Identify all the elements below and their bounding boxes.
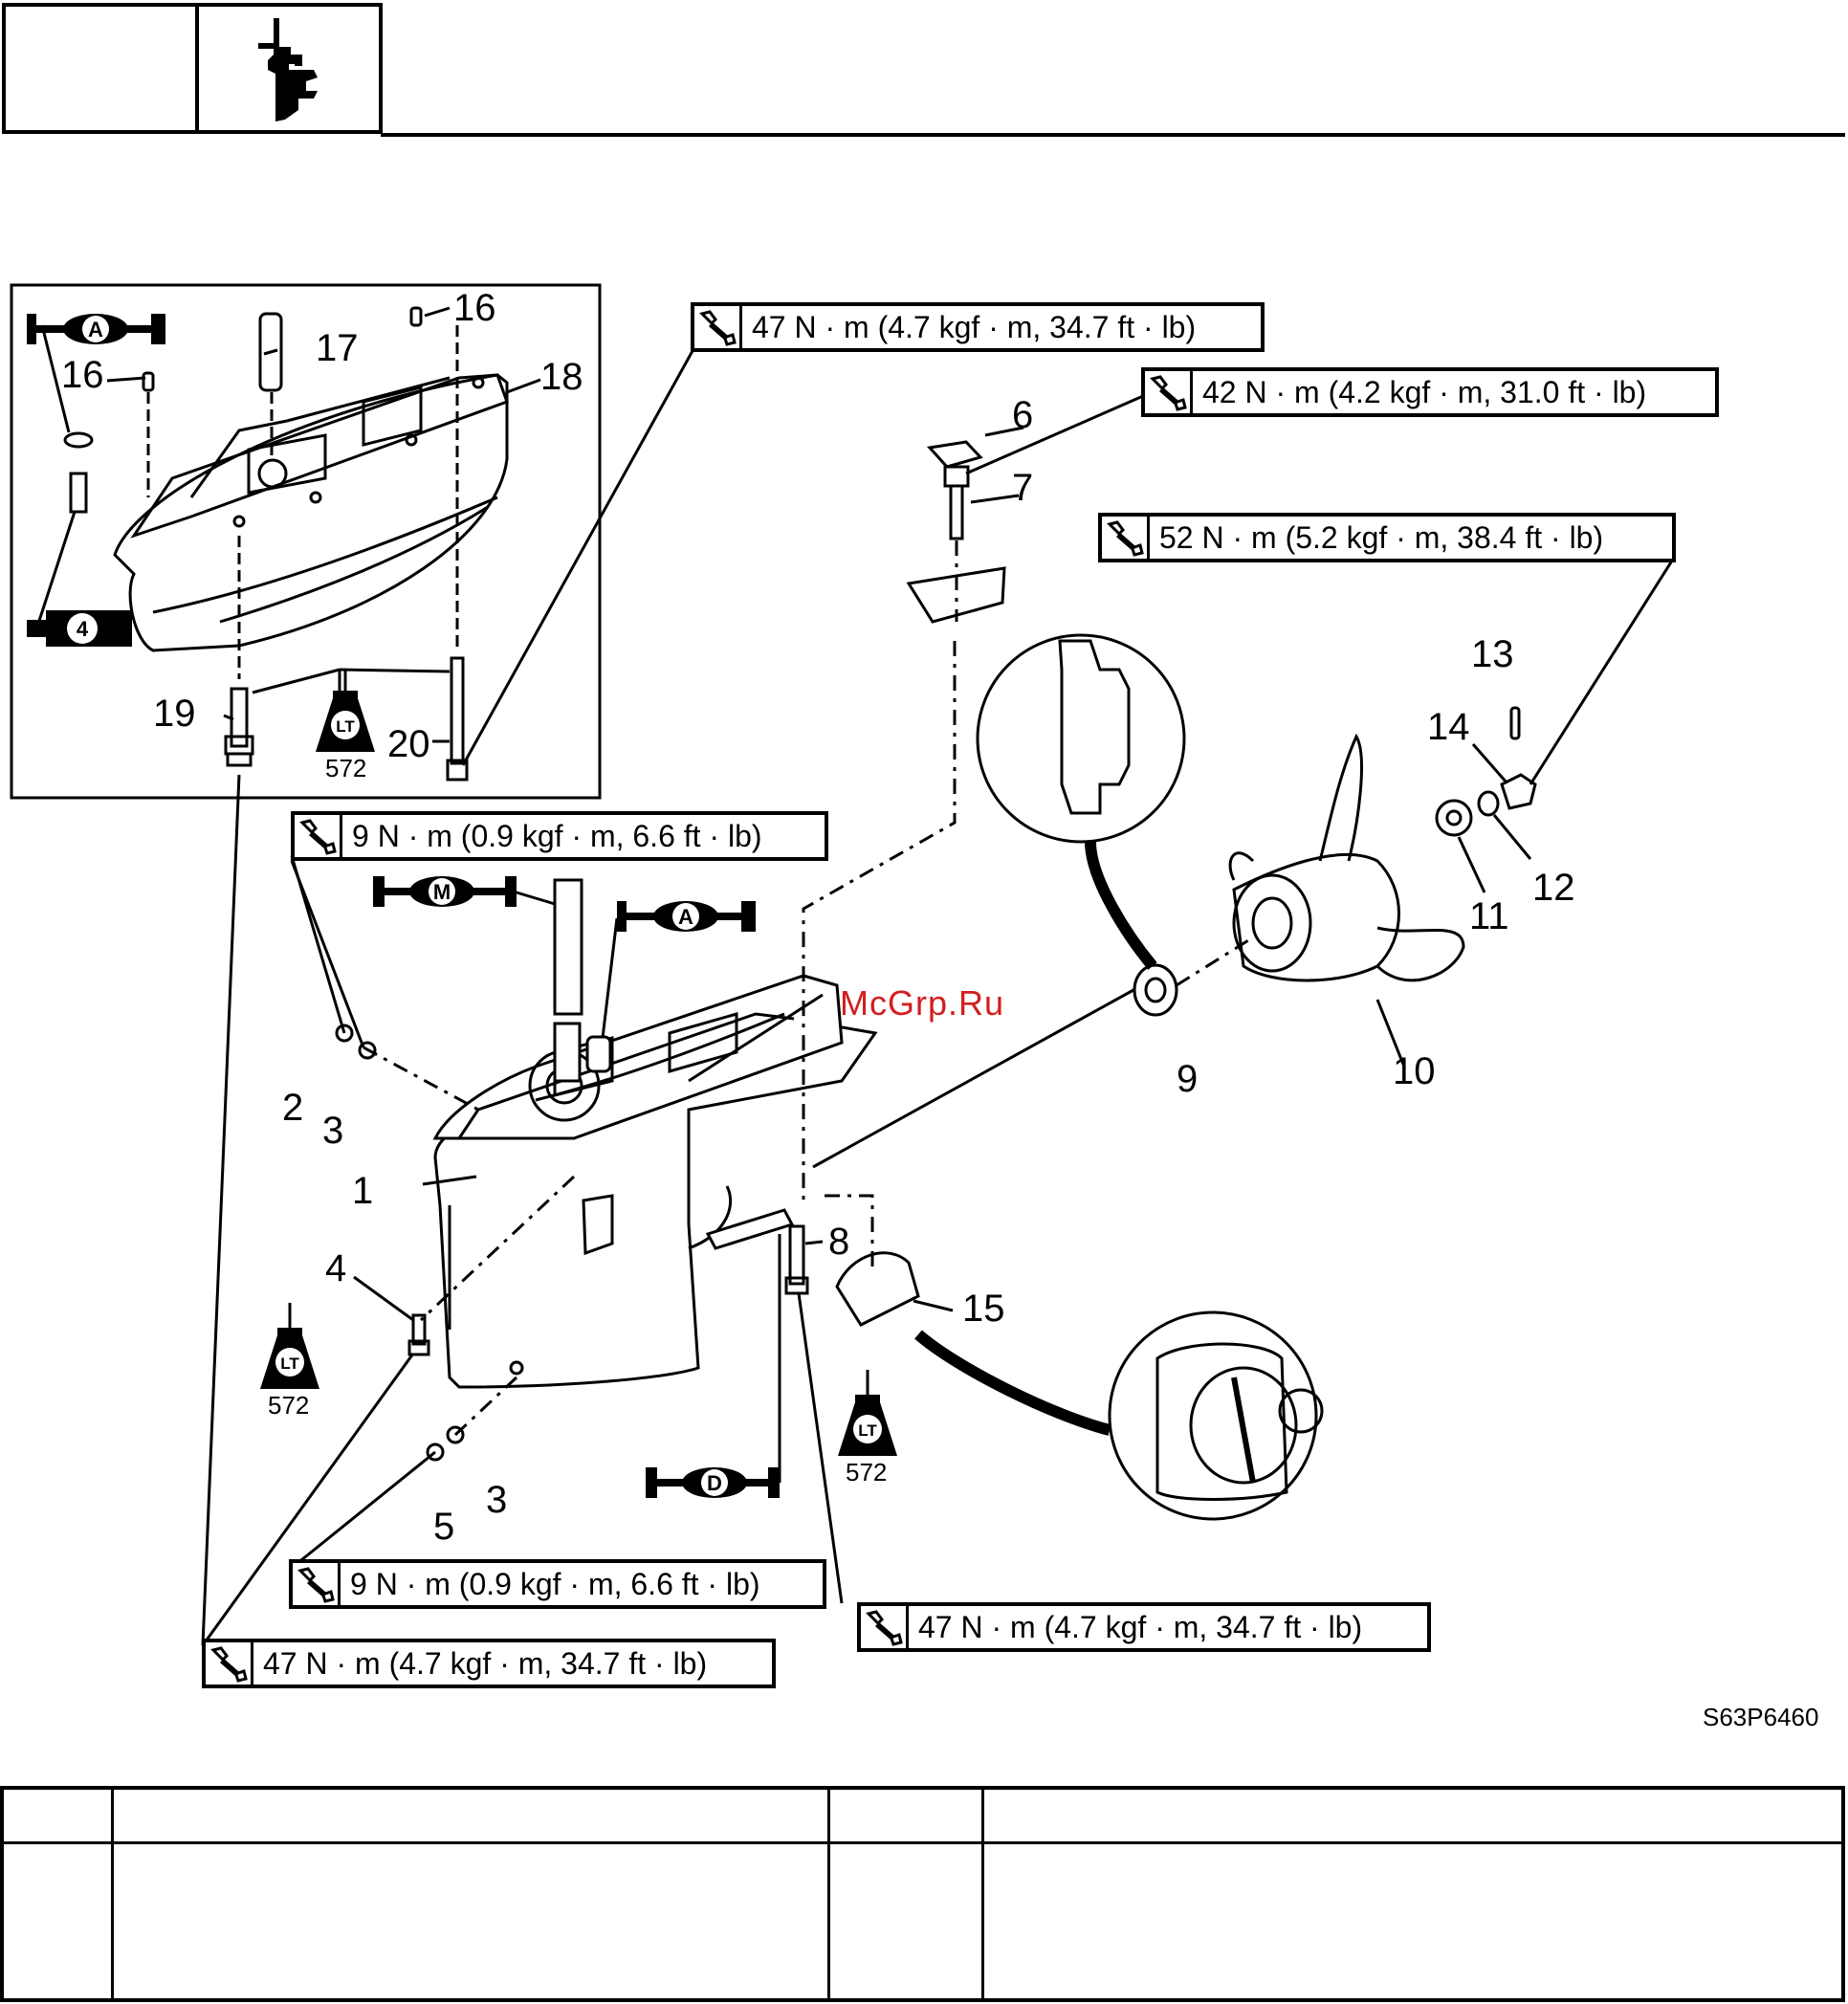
callout-9: 9 — [1177, 1058, 1199, 1100]
detail-circle-upper — [976, 633, 1186, 844]
parts-table — [0, 1786, 1845, 2002]
table-header-cell — [981, 1786, 1845, 1844]
grease-m-icon: M — [373, 876, 517, 907]
watermark: McGrp.Ru — [840, 983, 1005, 1023]
table-cell — [111, 1841, 830, 2002]
torque-spec-box: 42 N · m (4.2 kgf · m, 31.0 ft · lb) — [1141, 367, 1719, 417]
torque-spec-text: 52 N · m (5.2 kgf · m, 38.4 ft · lb) — [1159, 519, 1604, 555]
callout-3: 3 — [486, 1479, 508, 1521]
callout-6: 6 — [1012, 394, 1034, 436]
callout-13: 13 — [1471, 633, 1514, 675]
callout-2: 2 — [282, 1087, 304, 1129]
callout-5: 5 — [433, 1506, 455, 1548]
loctite-icon-inset: LT — [316, 670, 375, 752]
callout-1: 1 — [352, 1170, 374, 1212]
propeller-drawing — [1228, 733, 1465, 982]
torque-spec-box: 47 N · m (4.7 kgf · m, 34.7 ft · lb) — [691, 302, 1265, 352]
callout-4: 4 — [325, 1247, 347, 1289]
svg-text:LT: LT — [858, 1421, 877, 1440]
torque-spec-box: 52 N · m (5.2 kgf · m, 38.4 ft · lb) — [1098, 513, 1676, 562]
torque-spec-box: 47 N · m (4.7 kgf · m, 34.7 ft · lb) — [202, 1639, 776, 1688]
torque-spec-box: 9 N · m (0.9 kgf · m, 6.6 ft · lb) — [291, 811, 828, 861]
table-header-cell — [111, 1786, 830, 1844]
torque-wrench-icon — [1106, 520, 1144, 557]
propeller-shaft-drawing — [705, 1208, 795, 1250]
callout-20: 20 — [387, 723, 430, 765]
loctite-number-right: 572 — [846, 1458, 888, 1486]
torque-spec-text: 47 N · m (4.7 kgf · m, 34.7 ft · lb) — [752, 309, 1197, 344]
grease-4-icon: 4 — [27, 610, 132, 647]
callout-15: 15 — [962, 1288, 1005, 1330]
svg-text:4: 4 — [77, 617, 89, 641]
svg-text:LT: LT — [280, 1354, 299, 1373]
torque-wrench-icon — [865, 1610, 903, 1646]
drive-shaft-drawing — [553, 878, 583, 1016]
header-rule — [381, 133, 1845, 137]
svg-text:M: M — [433, 880, 451, 904]
torque-wrench-icon — [698, 310, 737, 346]
torque-spec-text: 9 N · m (0.9 kgf · m, 6.6 ft · lb) — [350, 1566, 760, 1601]
exploded-diagram — [10, 283, 1676, 1646]
svg-text:A: A — [88, 318, 103, 341]
table-header-cell — [827, 1786, 984, 1844]
callout-10: 10 — [1393, 1050, 1436, 1092]
table-cell — [0, 1841, 114, 2002]
callout-18: 18 — [540, 356, 583, 398]
inset-frame — [10, 283, 602, 800]
callout-3: 3 — [322, 1110, 344, 1152]
table-header-cell — [0, 1786, 114, 1844]
callout-19: 19 — [153, 693, 196, 735]
svg-text:A: A — [678, 905, 693, 929]
grease-a-icon: A — [27, 314, 165, 344]
svg-text:LT: LT — [336, 717, 355, 736]
torque-spec-box: 9 N · m (0.9 kgf · m, 6.6 ft · lb) — [289, 1559, 826, 1609]
callout-8: 8 — [828, 1221, 850, 1263]
callout-11: 11 — [1469, 895, 1509, 937]
loctite-icon-left: LT — [260, 1303, 319, 1389]
torque-wrench-icon — [298, 819, 337, 855]
loctite-number-left: 572 — [268, 1391, 310, 1420]
plug-6-drawing — [927, 440, 983, 469]
callout-16: 16 — [453, 287, 496, 329]
lower-unit-icon — [258, 18, 318, 121]
callout-14: 14 — [1427, 706, 1470, 748]
grease-a-icon-main: A — [617, 901, 756, 932]
nut-14-drawing — [1500, 773, 1537, 810]
table-cell — [981, 1841, 1845, 2002]
svg-text:D: D — [707, 1471, 722, 1495]
torque-spec-text: 9 N · m (0.9 kgf · m, 6.6 ft · lb) — [352, 818, 762, 853]
lower-case-drawing — [432, 974, 878, 1389]
torque-wrench-icon — [297, 1567, 335, 1603]
spacer-9-drawing — [1133, 963, 1178, 1017]
torque-wrench-icon — [209, 1646, 248, 1683]
upper-casing-drawing — [113, 373, 509, 652]
callout-12: 12 — [1532, 867, 1575, 909]
grease-d-icon: D — [646, 1467, 780, 1498]
loctite-icon-right: LT — [838, 1370, 897, 1456]
bolt-20-drawing — [450, 656, 465, 765]
loctite-number-inset: 572 — [325, 754, 367, 782]
trim-tab-drawing — [835, 1251, 920, 1327]
torque-spec-text: 47 N · m (4.7 kgf · m, 34.7 ft · lb) — [918, 1609, 1363, 1644]
torque-wrench-icon — [1149, 375, 1187, 411]
torque-spec-text: 42 N · m (4.2 kgf · m, 31.0 ft · lb) — [1202, 374, 1647, 409]
callout-7: 7 — [1012, 467, 1034, 509]
torque-spec-box: 47 N · m (4.7 kgf · m, 34.7 ft · lb) — [857, 1602, 1431, 1652]
table-cell — [827, 1841, 984, 2002]
washer-11-drawing — [1435, 799, 1473, 837]
torque-spec-text: 47 N · m (4.7 kgf · m, 34.7 ft · lb) — [263, 1645, 708, 1681]
header-icon-cell — [195, 3, 383, 134]
detail-circle-lower — [1108, 1310, 1318, 1521]
callout-16: 16 — [61, 354, 104, 396]
diagram-code: S63P6460 — [1703, 1703, 1819, 1731]
callout-17: 17 — [316, 327, 359, 369]
